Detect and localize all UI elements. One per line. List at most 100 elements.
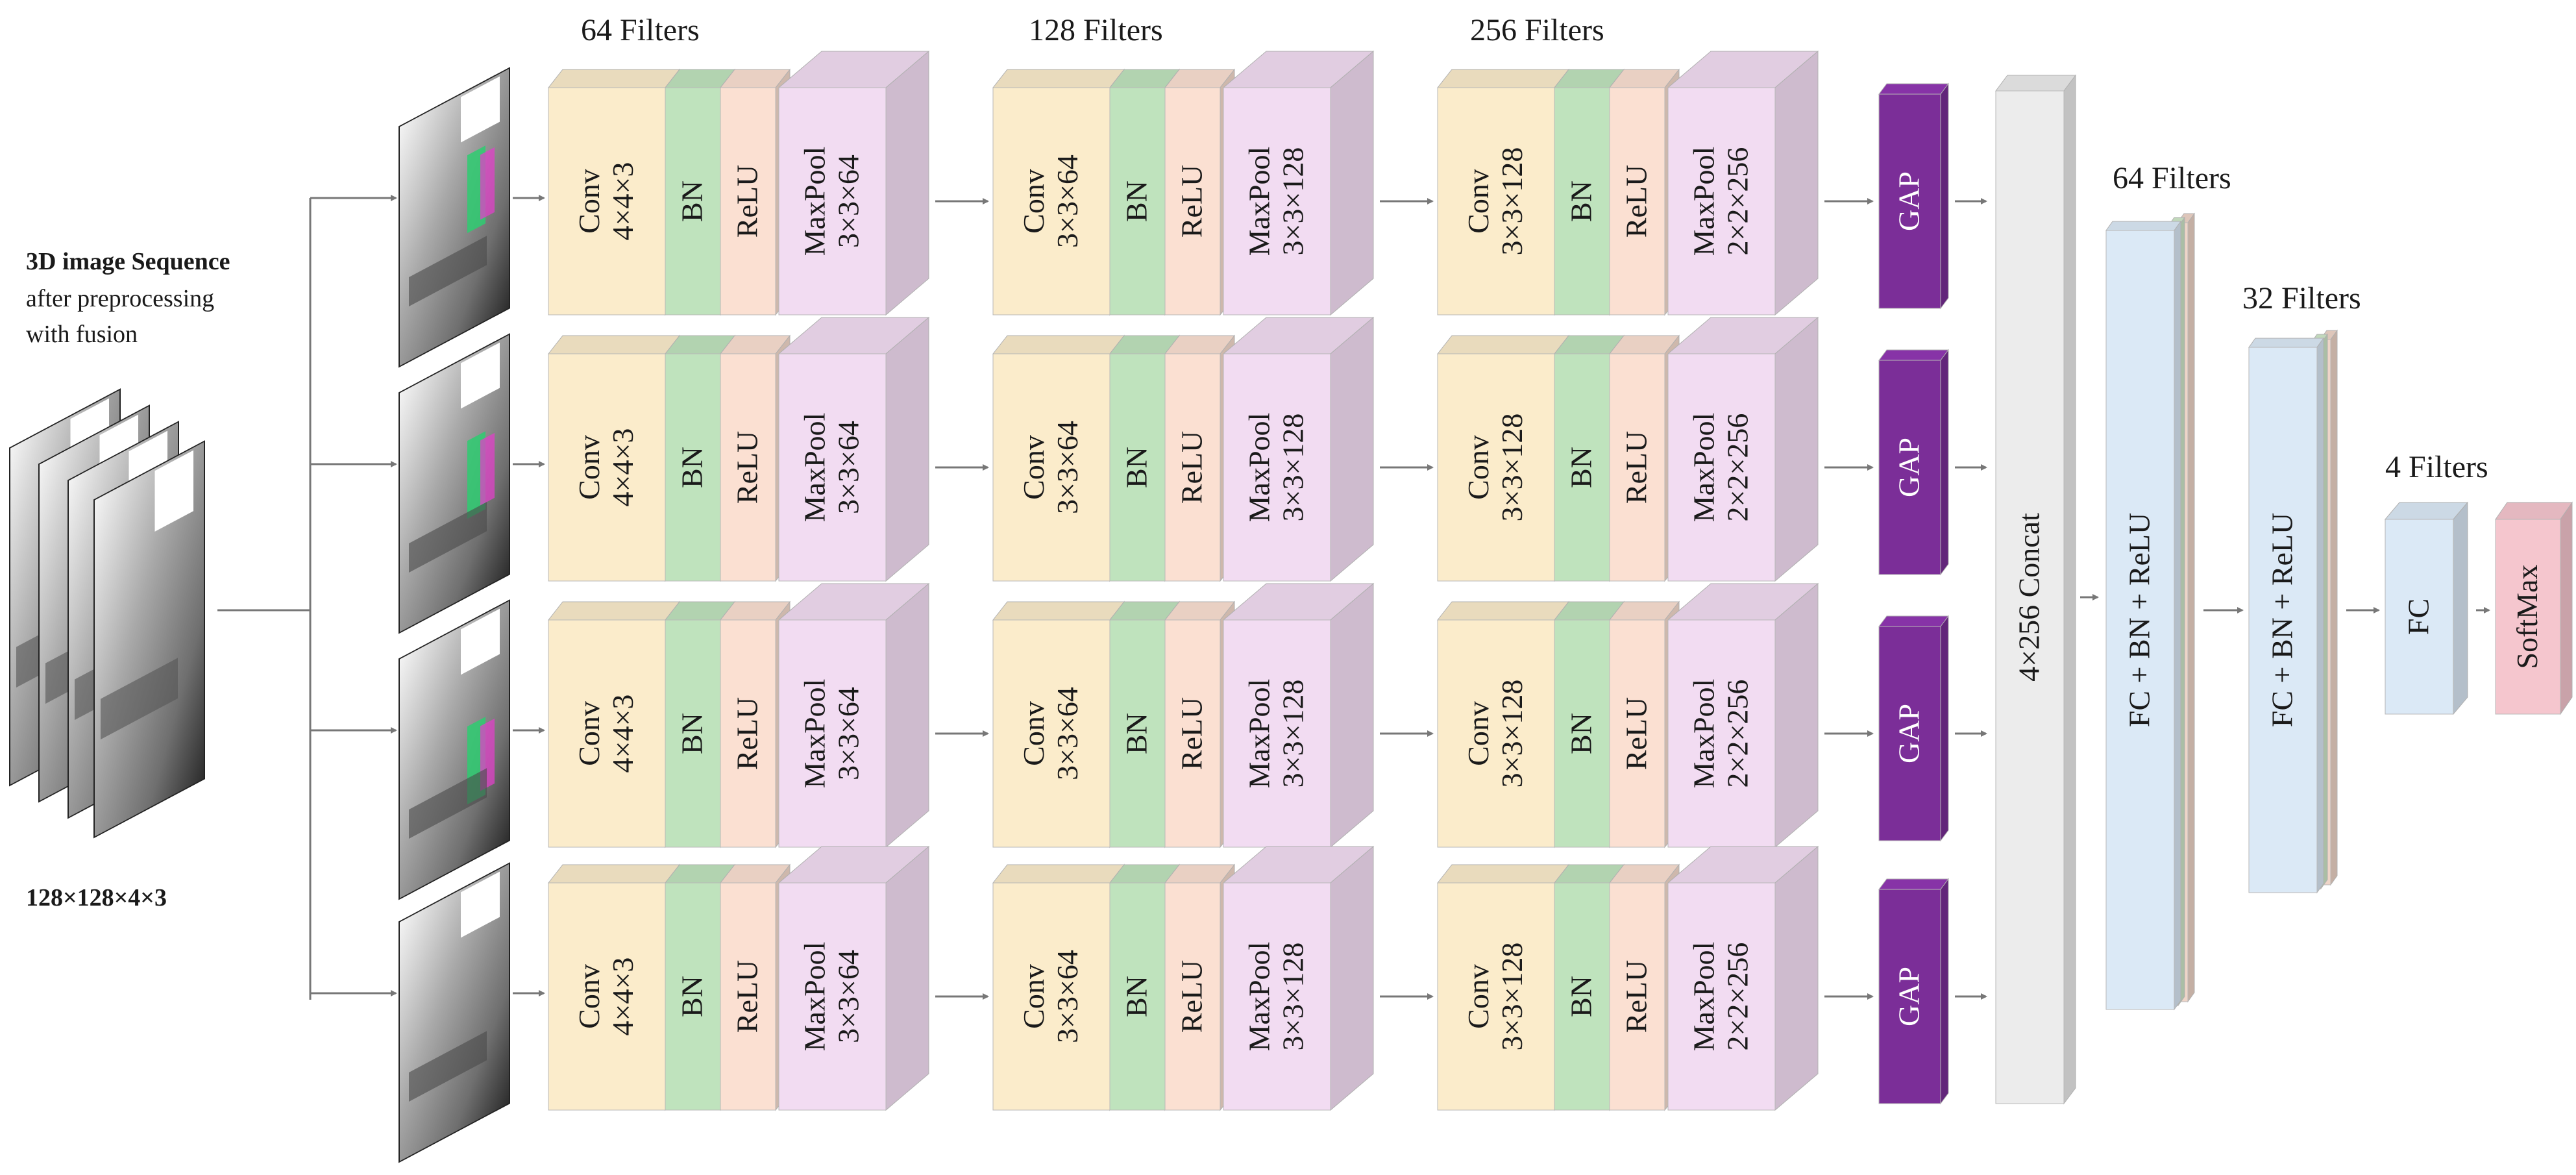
maxpool-block-side: [1330, 50, 1374, 316]
conv-label-line: 3×3×64: [1051, 155, 1084, 248]
fc3-block: FC 4 Filters: [2384, 450, 2488, 715]
conv-label-line: 3×3×64: [1051, 421, 1084, 514]
conv-block-top: [547, 864, 681, 884]
fc1-label-line: FC + BN + ReLU: [2123, 513, 2156, 727]
input-frame-window: [154, 450, 193, 532]
fc3-fc-layer-front: [2385, 519, 2454, 715]
relu-block-front: [1164, 882, 1221, 1111]
maxpool-label: MaxPool2×2×256: [1687, 147, 1754, 256]
input-size-label: 128×128×4×3: [26, 884, 167, 911]
gap-label: GAP: [1893, 704, 1926, 763]
fc2-label: FC + BN + ReLU: [2266, 513, 2299, 727]
softmax-label: SoftMax: [2510, 565, 2544, 669]
conv-block-front: [992, 87, 1110, 315]
gap-block-side: [1940, 82, 1949, 310]
maxpool-block-side: [885, 845, 929, 1111]
relu-label-line: ReLU: [1620, 431, 1653, 504]
conv-label-line: Conv: [1462, 435, 1495, 500]
gap-block-front: [1878, 626, 1941, 841]
conv-block: [547, 334, 681, 582]
fc3-fc-layer: [2384, 501, 2469, 715]
concat-label: 4×256 Concat: [2013, 513, 2046, 682]
fc1-label: FC + BN + ReLU: [2123, 513, 2156, 727]
conv-label-line: Conv: [572, 435, 606, 500]
maxpool-label: MaxPool3×3×128: [1243, 942, 1310, 1052]
softmax-block: SoftMax: [2495, 501, 2573, 715]
branch-frame-skeleton-magenta: [480, 147, 495, 220]
fc3-label: FC: [2402, 599, 2435, 635]
maxpool-label: MaxPool2×2×256: [1687, 942, 1754, 1052]
relu-label-line: ReLU: [731, 697, 764, 770]
relu-block-front: [720, 87, 776, 315]
conv-label-line: 4×4×3: [606, 695, 639, 773]
conv-block-front: [1437, 353, 1555, 582]
maxpool-label-line: MaxPool: [1687, 147, 1721, 256]
bn-block: [1109, 334, 1181, 582]
conv-block-front: [1437, 619, 1555, 848]
relu-block-front: [1609, 619, 1665, 848]
conv-block-front: [548, 619, 666, 848]
conv-block-top: [1436, 69, 1570, 88]
maxpool-label-line: 2×2×256: [1721, 943, 1754, 1051]
maxpool-label-line: MaxPool: [798, 942, 831, 1052]
maxpool-block-front: [778, 353, 887, 582]
fc3-header: 4 Filters: [2385, 450, 2488, 484]
conv-label-line: 3×3×64: [1051, 950, 1084, 1043]
maxpool-label-line: MaxPool: [798, 679, 831, 789]
branch-frame-window: [461, 76, 500, 143]
maxpool-block-front: [1223, 619, 1331, 848]
maxpool-block: [1222, 845, 1375, 1111]
relu-block-front: [1164, 353, 1221, 582]
maxpool-label-line: MaxPool: [1243, 413, 1276, 523]
fc1-fc-layer-front: [2105, 230, 2175, 1010]
maxpool-block-front: [1667, 882, 1776, 1111]
gap-block: [1878, 878, 1949, 1105]
bn-label: BN: [1565, 976, 1598, 1017]
maxpool-block: [778, 316, 930, 582]
fc1-relu-layer-side: [2187, 212, 2195, 1003]
input-splitter: [309, 195, 397, 1000]
relu-label-line: ReLU: [1620, 960, 1653, 1033]
softmax-layer: [2495, 501, 2573, 715]
bn-label: BN: [1565, 713, 1598, 754]
fc2-fc-layer-side: [2316, 337, 2324, 894]
bn-label: BN: [1565, 447, 1598, 488]
conv-block-top: [547, 69, 681, 88]
conv-label: Conv4×4×3: [572, 428, 639, 507]
conv-label: Conv3×3×128: [1462, 147, 1528, 256]
branch-frame-object: [409, 502, 487, 573]
maxpool-label-line: 2×2×256: [1721, 680, 1754, 788]
bn-label: BN: [676, 976, 709, 1017]
relu-block-front: [1609, 353, 1665, 582]
maxpool-block: [1222, 50, 1375, 316]
fc2-fc-layer: [2248, 337, 2324, 894]
maxpool-block-side: [885, 50, 929, 316]
conv-block-top: [1436, 335, 1570, 354]
gap-block: [1878, 82, 1949, 310]
relu-block-front: [720, 353, 776, 582]
maxpool-block-side: [1774, 50, 1819, 316]
maxpool-block: [1667, 845, 1819, 1111]
gap-label: GAP: [1893, 967, 1926, 1026]
concat-bar: [1995, 74, 2076, 1105]
maxpool-block-front: [778, 87, 887, 315]
gap-label-line: GAP: [1893, 967, 1926, 1026]
maxpool-label: MaxPool2×2×256: [1687, 679, 1754, 789]
relu-block-front: [1164, 87, 1221, 315]
maxpool-label-line: MaxPool: [1243, 679, 1276, 789]
branch-frame-object: [409, 768, 487, 839]
conv-block-front: [1437, 87, 1555, 315]
conv-block-top: [547, 601, 681, 621]
maxpool-label-line: MaxPool: [1687, 679, 1721, 789]
fc1-fc-layer: [2105, 220, 2181, 1011]
maxpool-label-line: 2×2×256: [1721, 147, 1754, 256]
concat-bar-side: [2063, 74, 2076, 1105]
conv-label: Conv3×3×64: [1017, 421, 1084, 514]
gap-label: GAP: [1893, 171, 1926, 231]
